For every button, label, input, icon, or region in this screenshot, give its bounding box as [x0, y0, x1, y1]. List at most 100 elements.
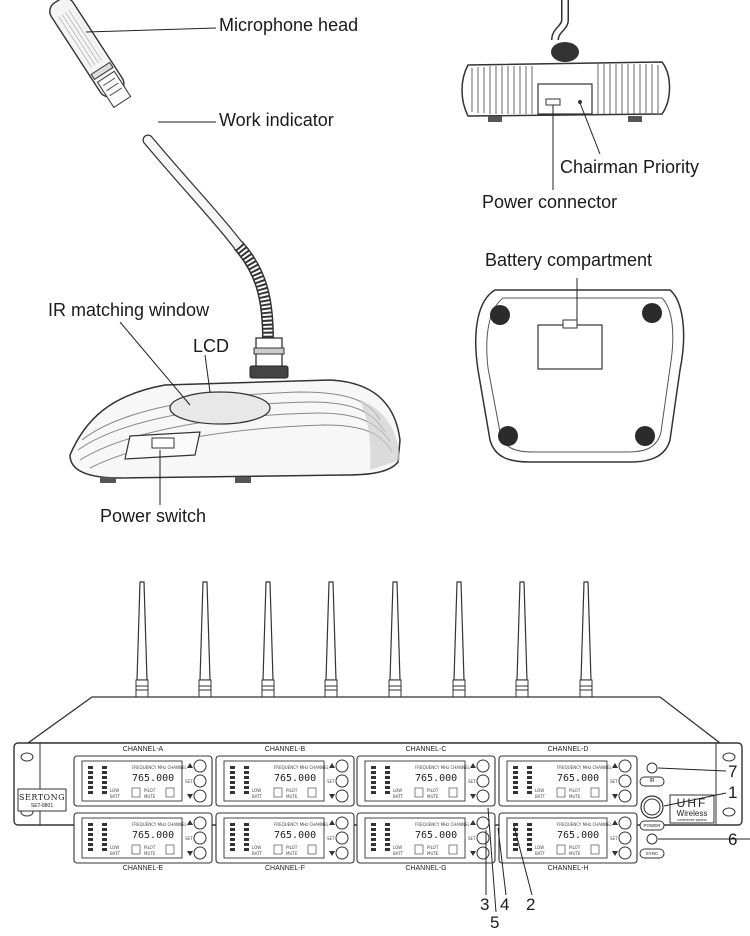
- set-label: SET: [468, 779, 476, 784]
- channel-label-top: CHANNEL-C: [405, 746, 447, 753]
- callout-1: 1: [728, 783, 738, 802]
- module-button[interactable]: [335, 759, 349, 773]
- module-button[interactable]: [618, 789, 632, 803]
- lcd-mute: MUTE: [286, 851, 298, 856]
- module-button[interactable]: [193, 846, 207, 860]
- module-button[interactable]: [476, 816, 490, 830]
- antenna: [135, 581, 149, 699]
- lcd-mute: MUTE: [144, 851, 156, 856]
- module-button[interactable]: [476, 759, 490, 773]
- work-indicator-label: Work indicator: [219, 110, 334, 130]
- lcd-mute: MUTE: [144, 794, 156, 799]
- module-button[interactable]: [335, 831, 349, 845]
- lcd-frequency: 765.000: [132, 830, 174, 841]
- lcd-header: FREQUENCY MHz CHANNEL: [132, 822, 188, 827]
- channel-module: FREQUENCY MHz CHANNEL765.000LOWBATTPILOT…: [356, 812, 496, 864]
- lcd-pilot: PILOT: [427, 845, 439, 850]
- module-button[interactable]: [618, 774, 632, 788]
- lcd-mute: MUTE: [569, 851, 581, 856]
- lcd-label: LCD: [193, 336, 230, 356]
- lcd-mute: MUTE: [286, 794, 298, 799]
- lcd-frequency: 765.000: [274, 773, 316, 784]
- set-label: SET: [185, 836, 193, 841]
- antenna: [388, 581, 402, 699]
- set-label: SET: [327, 779, 335, 784]
- lcd-pilot: PILOT: [286, 845, 298, 850]
- lcd-mute: MUTE: [569, 794, 581, 799]
- sync-button-label: SYNC: [645, 851, 659, 856]
- channel-label-bottom: CHANNEL-H: [547, 865, 589, 872]
- gooseneck-microphone: [49, 0, 401, 483]
- lcd-batt: BATT: [252, 851, 263, 856]
- lcd-mute: MUTE: [427, 851, 439, 856]
- ir-button-label: IR: [649, 778, 655, 784]
- module-button[interactable]: [335, 789, 349, 803]
- lcd-frequency: 765.000: [415, 830, 457, 841]
- lcd-header: FREQUENCY MHz CHANNEL: [132, 765, 188, 770]
- lcd-low: LOW: [535, 845, 544, 850]
- antenna: [579, 581, 593, 699]
- channel-module: FREQUENCY MHz CHANNEL765.000LOWBATTPILOT…: [215, 812, 355, 864]
- lcd-header: FREQUENCY MHz CHANNEL: [415, 765, 471, 770]
- channel-module: FREQUENCY MHz CHANNEL765.000LOWBATTPILOT…: [73, 755, 213, 807]
- antenna: [324, 581, 338, 699]
- lcd-pilot: PILOT: [569, 788, 581, 793]
- module-button[interactable]: [193, 831, 207, 845]
- antenna: [452, 581, 466, 699]
- rear-view-drawing: [461, 0, 671, 122]
- lcd-low: LOW: [393, 845, 402, 850]
- module-button[interactable]: [618, 846, 632, 860]
- lcd-low: LOW: [110, 788, 119, 793]
- module-button[interactable]: [193, 816, 207, 830]
- module-button[interactable]: [193, 774, 207, 788]
- lcd-frequency: 765.000: [132, 773, 174, 784]
- wireless-text: Wireless: [676, 809, 708, 818]
- lcd-frequency: 765.000: [415, 773, 457, 784]
- lcd-low: LOW: [535, 788, 544, 793]
- module-button[interactable]: [618, 759, 632, 773]
- channel-label-top: CHANNEL-D: [547, 746, 589, 753]
- module-button[interactable]: [476, 774, 490, 788]
- module-button[interactable]: [618, 816, 632, 830]
- callout-7: 7: [728, 762, 738, 781]
- lcd-header: FREQUENCY MHz CHANNEL: [274, 822, 330, 827]
- channel-module: FREQUENCY MHz CHANNEL765.000LOWBATTPILOT…: [498, 812, 638, 864]
- channel-module: FREQUENCY MHz CHANNEL765.000LOWBATTPILOT…: [73, 812, 213, 864]
- microphone-head-drawing: [49, 0, 132, 109]
- antenna: [198, 581, 212, 699]
- module-button[interactable]: [335, 846, 349, 860]
- module-button[interactable]: [193, 759, 207, 773]
- module-button[interactable]: [335, 816, 349, 830]
- lcd-low: LOW: [393, 788, 402, 793]
- module-button[interactable]: [618, 831, 632, 845]
- antennas: [135, 581, 593, 699]
- model-text: SET-8801: [30, 803, 54, 809]
- power-connector-label: Power connector: [482, 192, 618, 212]
- module-button[interactable]: [476, 789, 490, 803]
- module-button[interactable]: [193, 789, 207, 803]
- lcd-header: FREQUENCY MHz CHANNEL: [274, 765, 330, 770]
- set-label: SET: [468, 836, 476, 841]
- lcd-frequency: 765.000: [557, 830, 599, 841]
- channel-module: FREQUENCY MHz CHANNEL765.000LOWBATTPILOT…: [498, 755, 638, 807]
- battery-compartment-label: Battery compartment: [485, 250, 653, 270]
- lcd-pilot: PILOT: [569, 845, 581, 850]
- channel-module: FREQUENCY MHz CHANNEL765.000LOWBATTPILOT…: [356, 755, 496, 807]
- lcd-mute: MUTE: [427, 794, 439, 799]
- module-button[interactable]: [476, 846, 490, 860]
- module-button[interactable]: [335, 774, 349, 788]
- callout-6: 6: [728, 830, 738, 849]
- channel-modules: FREQUENCY MHz CHANNEL765.000LOWBATTPILOT…: [73, 755, 638, 864]
- microphone-head-label: Microphone head: [219, 15, 359, 35]
- power-button-label: POWER: [643, 823, 661, 828]
- lcd-low: LOW: [252, 788, 261, 793]
- set-label: SET: [327, 836, 335, 841]
- mic-leader-lines: [85, 27, 217, 505]
- channel-label-bottom: CHANNEL-G: [405, 865, 447, 872]
- channel-label-top: CHANNEL-A: [122, 746, 164, 753]
- lcd-pilot: PILOT: [144, 845, 156, 850]
- callout-5: 5: [490, 913, 500, 932]
- lcd-pilot: PILOT: [286, 788, 298, 793]
- module-button[interactable]: [476, 831, 490, 845]
